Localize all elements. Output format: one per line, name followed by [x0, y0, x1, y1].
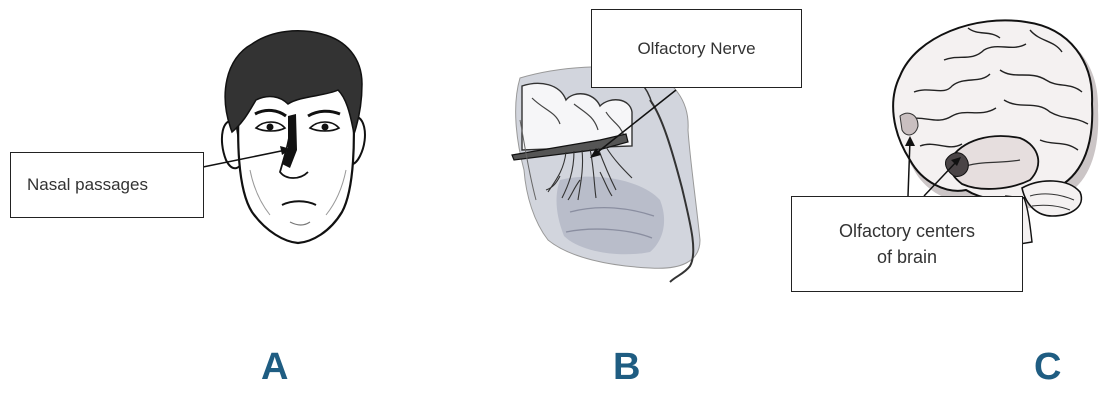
- olfactory-nerve-label: Olfactory Nerve: [591, 9, 802, 88]
- face-illustration: [222, 31, 365, 243]
- nasal-passages-text: Nasal passages: [27, 175, 148, 195]
- nasal-cavity-illustration: [512, 67, 700, 282]
- panel-letter-c: C: [1034, 346, 1061, 389]
- nasal-passages-label: Nasal passages: [10, 152, 204, 218]
- olfactory-centers-label: Olfactory centers of brain: [791, 196, 1023, 292]
- olfactory-nerve-text: Olfactory Nerve: [637, 39, 755, 59]
- olfactory-centers-text-line2: of brain: [877, 244, 937, 270]
- olfactory-centers-text-line1: Olfactory centers: [839, 218, 975, 244]
- panel-letter-a: A: [261, 346, 288, 389]
- panel-letter-b: B: [613, 346, 640, 389]
